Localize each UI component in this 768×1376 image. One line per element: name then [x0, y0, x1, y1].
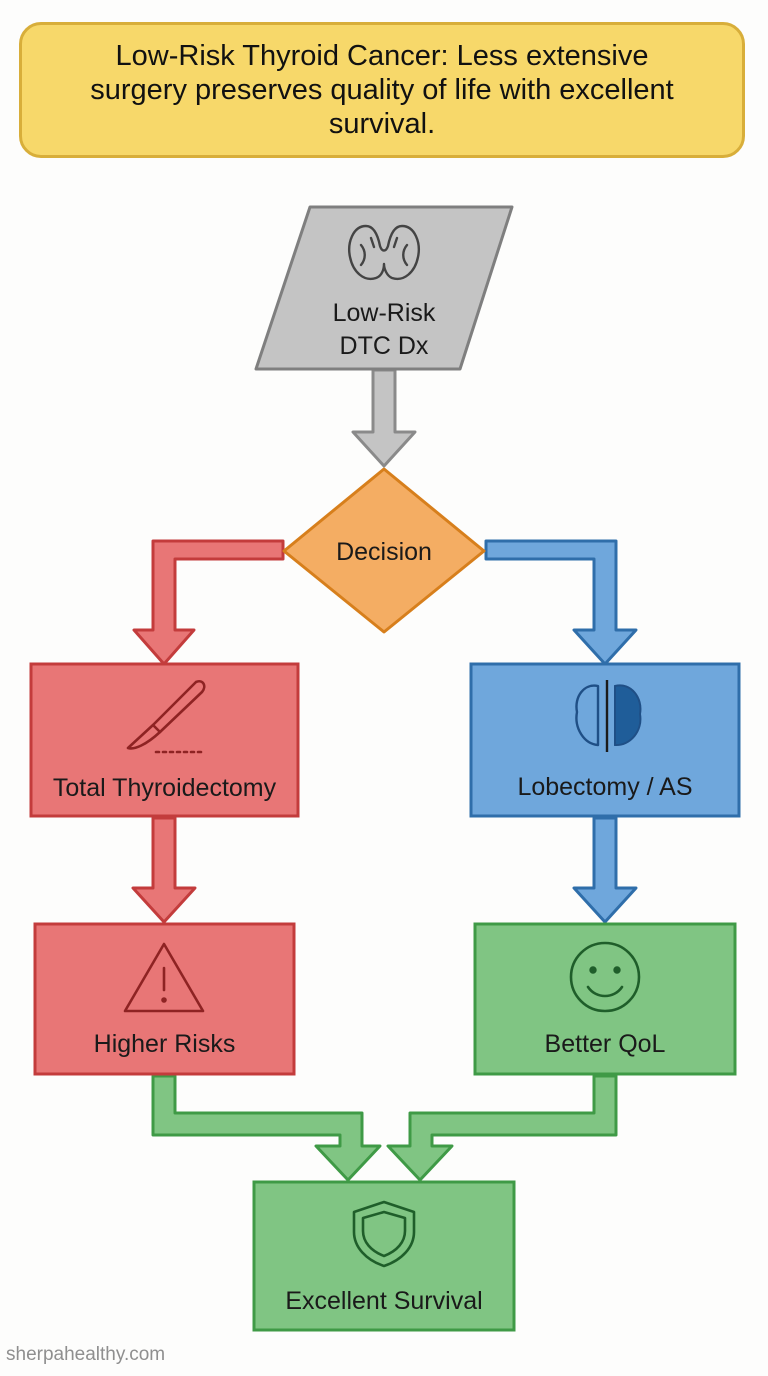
- diagnosis-node: [254, 205, 514, 371]
- decision-label: Decision: [336, 538, 432, 566]
- smiley-icon: [569, 941, 641, 1013]
- total-thyroidectomy-node: [29, 662, 300, 818]
- title-banner: Low-Risk Thyroid Cancer: Less extensive …: [19, 22, 745, 158]
- shield-icon: [352, 1200, 416, 1268]
- arrow-better-qol-to-survival: [386, 1074, 618, 1182]
- arrow-decision-to-total-thyroidectomy: [132, 539, 285, 666]
- diagnosis-label-line1: Low-Risk: [332, 299, 436, 327]
- excellent-survival-label: Excellent Survival: [285, 1287, 483, 1315]
- watermark: sherpahealthy.com: [6, 1344, 166, 1365]
- better-qol-label: Better QoL: [544, 1030, 666, 1058]
- scalpel-icon: [126, 680, 207, 754]
- arrow-diagnosis-to-decision: [351, 368, 417, 468]
- warning-icon: [123, 942, 205, 1013]
- arrow-decision-to-lobectomy: [484, 539, 638, 666]
- better-qol-node: [473, 922, 737, 1076]
- lobectomy-node: [469, 662, 741, 818]
- thyroid-icon: [348, 224, 420, 281]
- higher-risks-label: Higher Risks: [93, 1030, 236, 1058]
- arrow-total-thyroidectomy-to-higher-risks: [131, 816, 197, 924]
- arrow-higher-risks-to-survival: [151, 1074, 382, 1182]
- diagnosis-label-line2: DTC Dx: [339, 332, 429, 360]
- arrow-lobectomy-to-better-qol: [572, 816, 638, 924]
- total-thyroidectomy-label: Total Thyroidectomy: [52, 774, 277, 802]
- half-thyroid-icon: [575, 680, 642, 752]
- lobectomy-label: Lobectomy / AS: [517, 773, 693, 801]
- decision-node: [282, 467, 486, 634]
- title-text: Low-Risk Thyroid Cancer: Less extensive …: [90, 40, 674, 140]
